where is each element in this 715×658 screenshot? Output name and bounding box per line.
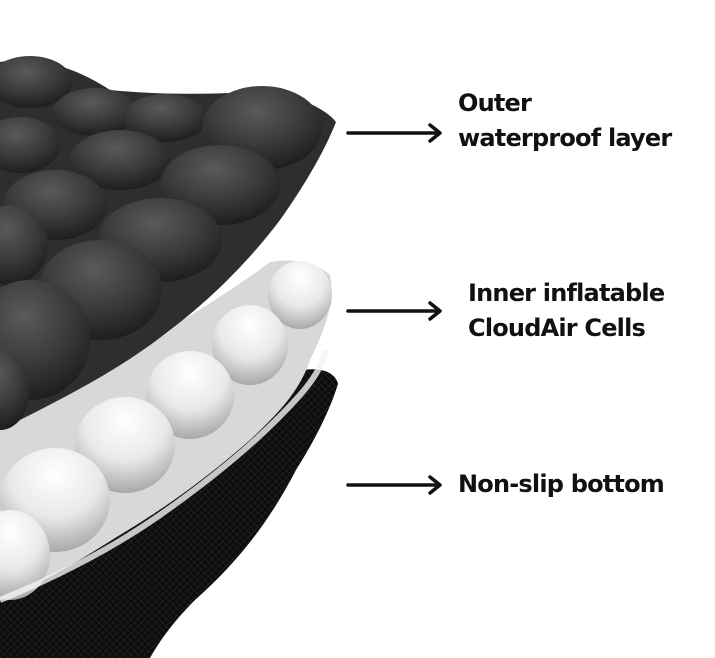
arrow-right-icon <box>346 474 442 495</box>
inner-cells-layer <box>0 260 332 603</box>
label-line: Inner inflatable <box>468 279 665 307</box>
callout-non-slip-bottom: Non-slip bottom <box>346 467 665 502</box>
arrow-right-icon <box>346 123 442 143</box>
label-line: waterproof layer <box>458 124 672 152</box>
outer-waterproof-layer <box>0 56 336 430</box>
arrow-right-icon <box>346 301 442 321</box>
label-non-slip-bottom: Non-slip bottom <box>458 467 665 502</box>
label-line: CloudAir Cells <box>468 314 646 342</box>
label-inner-inflatable-cells: Inner inflatable CloudAir Cells <box>468 276 665 346</box>
label-line: Outer <box>458 89 532 117</box>
label-line: Non-slip bottom <box>458 470 665 498</box>
cushion-illustration <box>0 56 338 658</box>
label-outer-waterproof-layer: Outer waterproof layer <box>458 86 672 156</box>
callout-inner-inflatable-cells: Inner inflatable CloudAir Cells <box>346 276 665 346</box>
callout-outer-waterproof-layer: Outer waterproof layer <box>346 86 672 156</box>
